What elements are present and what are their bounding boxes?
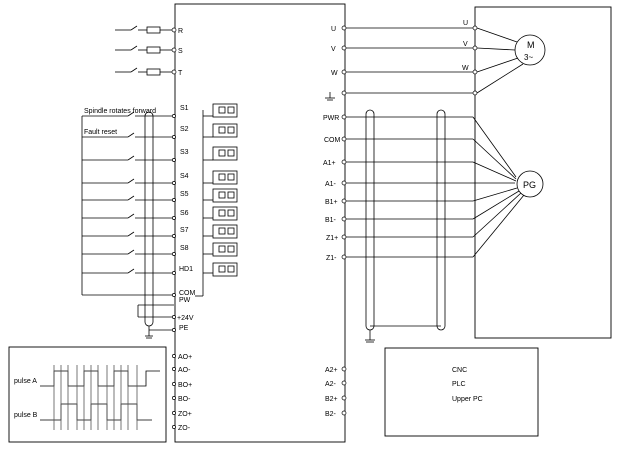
input-annotation: Fault reset	[84, 129, 117, 136]
common-terminal-label: +24V	[177, 315, 194, 322]
encoder-terminal-label: A1-	[325, 181, 337, 188]
input-terminal-label: S8	[180, 245, 189, 252]
analog-output-label: ZO-	[178, 425, 191, 432]
encoder-terminal-label: B1+	[325, 199, 338, 206]
power-input-label: S	[178, 48, 183, 55]
pulse-output-label: A2+	[325, 367, 338, 374]
digital-input-group: Spindle rotates forward Fault reset	[81, 108, 174, 339]
encoder-terminal-group: PWR COM A1+ A1- B1+ B1- Z1+ Z1-	[323, 109, 525, 343]
pulse-output-label: A2-	[325, 381, 337, 388]
input-terminal-label: S4	[180, 173, 189, 180]
controller-line: CNC	[452, 367, 467, 374]
input-terminal-label: S3	[180, 149, 189, 156]
motor-output-label: W	[331, 70, 338, 77]
motor-box	[474, 6, 612, 339]
input-terminal-label: S5	[180, 191, 189, 198]
encoder-label: PG	[523, 180, 536, 190]
input-terminal-label: S7	[180, 227, 189, 234]
encoder-terminal-label: A1+	[323, 160, 336, 167]
motor-terminal-label: V	[463, 41, 468, 48]
pulse-waveforms: pulse A pulse B	[14, 365, 160, 430]
motor-terminal-label: U	[463, 20, 468, 27]
encoder-terminal-label: B1-	[325, 217, 337, 224]
encoder-terminal-label: PWR	[323, 115, 339, 122]
motor-terminal-label: W	[462, 65, 469, 72]
analog-output-group: AO+ AO- BO+ BO- ZO+ ZO-	[172, 354, 192, 432]
input-annotation: Spindle rotates forward	[84, 108, 156, 115]
pulse-output-label: B2+	[325, 396, 338, 403]
input-terminal-label: S6	[180, 210, 189, 217]
analog-output-label: BO-	[178, 396, 191, 403]
drive-input-labels: S1 S2 S3 S4 S5 S6 S7 S8 HD1 COM PW +24V …	[172, 105, 196, 332]
motor-output-group: U V W U V W	[325, 20, 524, 101]
encoder-icon: PG	[516, 170, 544, 198]
pulse-label: pulse B	[14, 412, 38, 419]
controller-labels: CNC PLC Upper PC	[452, 367, 483, 403]
input-terminal-label: S2	[180, 126, 189, 133]
pulse-output-label: B2-	[325, 411, 337, 418]
encoder-terminal-label: Z1-	[326, 255, 337, 262]
encoder-terminal-label: Z1+	[326, 235, 338, 242]
pulse-label: pulse A	[14, 378, 37, 385]
drive-box	[174, 3, 346, 443]
motor-label: M	[527, 40, 535, 50]
input-terminal-label: S1	[180, 105, 189, 112]
common-terminal-label: COM	[179, 290, 196, 297]
encoder-terminal-label: COM	[324, 137, 341, 144]
power-input-group: R S T	[115, 25, 183, 77]
analog-output-label: ZO+	[178, 411, 192, 418]
optocoupler-group	[195, 103, 238, 297]
pulse-waveform-box	[8, 346, 167, 443]
input-terminal-label: HD1	[179, 266, 193, 273]
common-terminal-label: PW	[179, 297, 191, 304]
analog-output-label: BO+	[178, 382, 192, 389]
analog-output-label: AO+	[178, 354, 192, 361]
motor-icon: M 3~	[514, 34, 546, 66]
motor-output-label: V	[331, 46, 336, 53]
motor-sublabel: 3~	[524, 53, 533, 62]
pulse-output-group: A2+ A2- B2+ B2-	[325, 366, 347, 418]
common-terminal-label: PE	[179, 325, 189, 332]
analog-output-label: AO-	[178, 367, 191, 374]
controller-line: PLC	[452, 381, 466, 388]
controller-box	[384, 347, 539, 437]
controller-line: Upper PC	[452, 396, 483, 403]
power-input-label: R	[178, 28, 183, 35]
ground-symbol-icon	[325, 92, 335, 101]
motor-output-label: U	[331, 26, 336, 33]
power-input-label: T	[178, 70, 183, 77]
